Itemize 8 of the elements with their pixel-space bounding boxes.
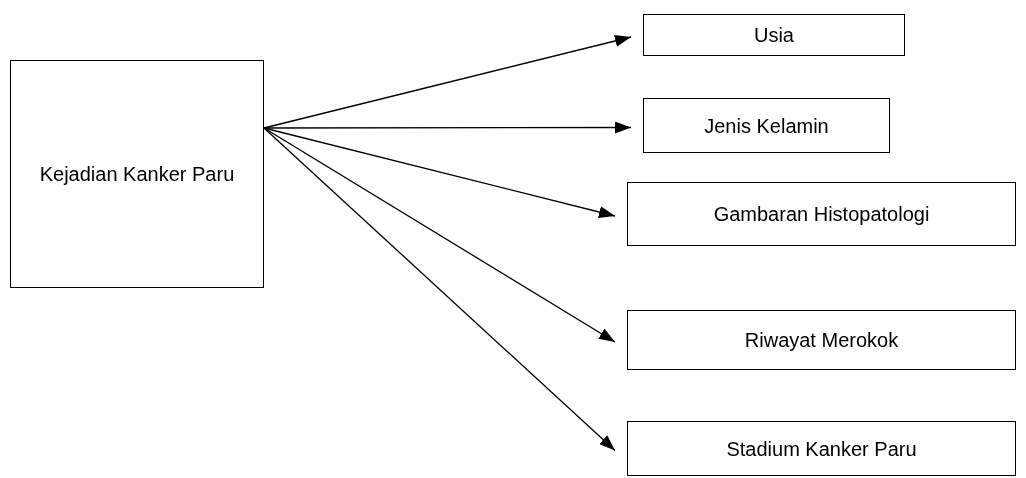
arrow — [263, 127, 616, 452]
text-box: Kejadian Kanker Paru — [10, 60, 264, 288]
text-box: Usia — [643, 14, 905, 56]
text-box: Gambaran Histopatologi — [627, 182, 1016, 246]
text-box: Stadium Kanker Paru — [627, 421, 1016, 476]
arrow — [263, 127, 616, 218]
text-box: Riwayat Merokok — [627, 310, 1016, 370]
text-box: Jenis Kelamin — [643, 98, 890, 153]
